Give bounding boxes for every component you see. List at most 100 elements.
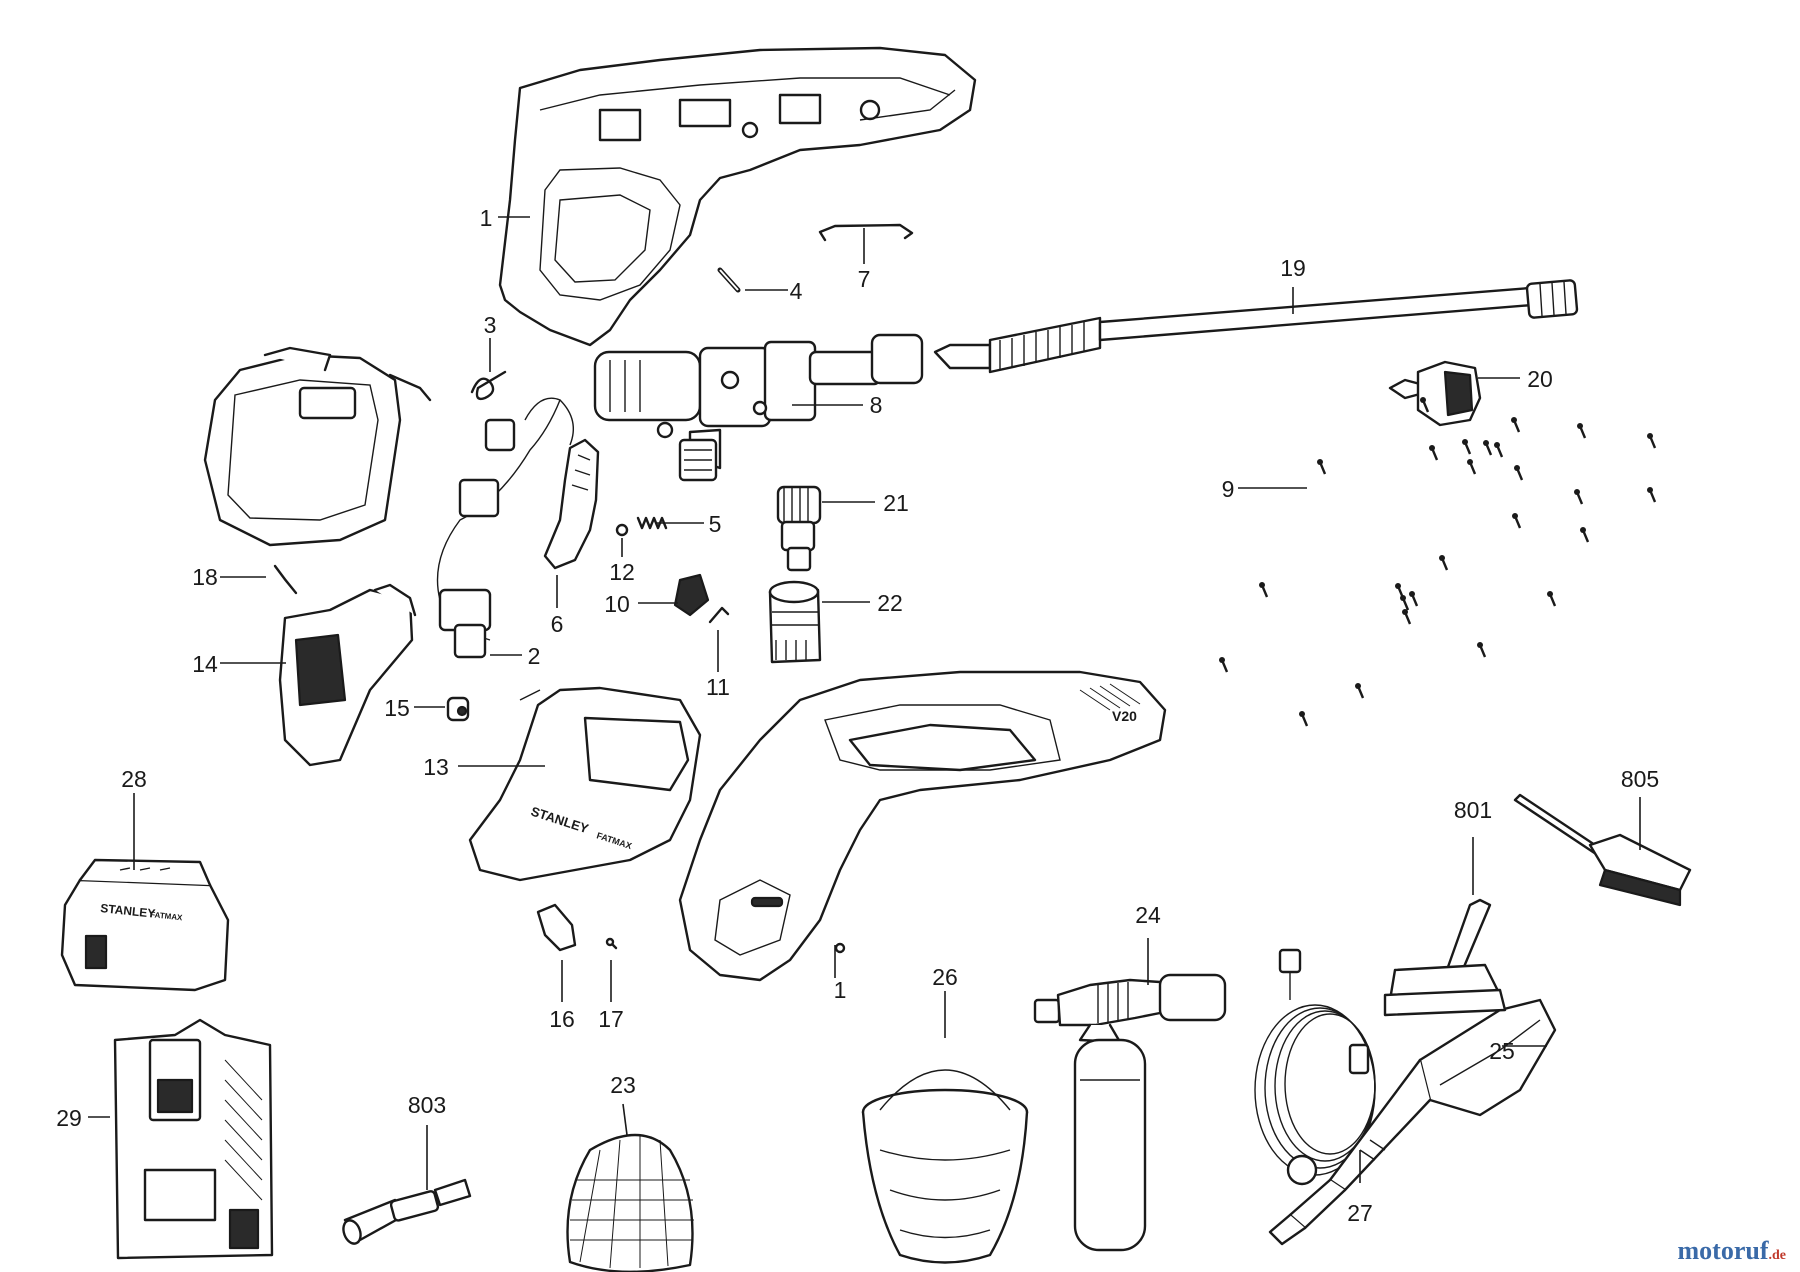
nozzle-adapter — [342, 1178, 472, 1245]
watermark-tld: .de — [1768, 1248, 1787, 1263]
screw-head — [1514, 465, 1520, 471]
screw-head — [1580, 527, 1586, 533]
callout-5: 5 — [709, 511, 722, 537]
callout-25: 25 — [1489, 1038, 1515, 1064]
battery-housing-cover — [203, 346, 432, 547]
callout-29: 29 — [56, 1105, 82, 1131]
callout-18: 18 — [192, 564, 218, 590]
callout-8: 8 — [870, 392, 883, 418]
callout-801: 801 — [1454, 797, 1492, 823]
leader-lines — [88, 216, 1641, 1190]
cap — [446, 696, 470, 722]
handle-cover: STANLEY FATMAX — [468, 686, 702, 882]
callout-14: 14 — [192, 651, 218, 677]
callout-3: 3 — [484, 312, 497, 338]
screw-head — [1577, 423, 1583, 429]
callout-805: 805 — [1621, 766, 1659, 792]
battery-brand-text: STANLEY — [100, 901, 156, 921]
callout-11: 11 — [706, 674, 730, 700]
callout-803: 803 — [408, 1092, 446, 1118]
housing-half-lower: V20 — [678, 670, 1167, 982]
callout-1-lower: 1 — [834, 977, 847, 1003]
scrub-brush — [1513, 793, 1692, 907]
callout-28: 28 — [121, 766, 147, 792]
callout-23: 23 — [610, 1072, 636, 1098]
screw-head — [1647, 433, 1653, 439]
screw-head — [1647, 487, 1653, 493]
housing-half-upper — [498, 46, 977, 347]
nozzle-head — [1388, 360, 1482, 427]
screw-head — [1511, 417, 1517, 423]
screw-head — [1467, 459, 1473, 465]
collapsible-bucket — [861, 1069, 1029, 1264]
mesh-storage-bag — [566, 1133, 694, 1272]
lock-button — [673, 573, 710, 617]
small-pin — [717, 267, 741, 293]
callout-16: 16 — [549, 1006, 575, 1032]
screw-head — [1317, 459, 1323, 465]
surface-cleaner-attachment — [1383, 898, 1507, 1017]
callout-19: 19 — [1280, 255, 1306, 281]
screw-head — [1400, 595, 1406, 601]
callout-21: 21 — [883, 490, 909, 516]
callout-4: 4 — [790, 278, 803, 304]
callout-2: 2 — [528, 643, 541, 669]
clip — [273, 564, 298, 595]
coiled-hose — [1254, 948, 1376, 1186]
callout-27: 27 — [1347, 1200, 1373, 1226]
quick-connector — [768, 580, 822, 664]
callout-17: 17 — [598, 1006, 624, 1032]
voltage-badge: V20 — [1112, 708, 1137, 724]
foam-cannon — [1033, 973, 1227, 1252]
motor-pump-assembly — [593, 333, 924, 482]
screw-head — [1420, 397, 1426, 403]
screw-head — [1483, 440, 1489, 446]
screw-head — [1429, 445, 1435, 451]
screw-head — [1512, 513, 1518, 519]
callout-20: 20 — [1527, 366, 1553, 392]
callout-24: 24 — [1135, 902, 1161, 928]
screw-set — [1219, 397, 1657, 727]
callout-numbers: 1 1 2 3 4 5 6 7 8 9 10 11 12 13 14 15 16… — [56, 205, 1659, 1226]
screw-head — [1355, 683, 1361, 689]
callout-6: 6 — [551, 611, 564, 637]
hose-adapter — [776, 485, 822, 572]
screw-head — [1462, 439, 1468, 445]
screw-head — [1409, 591, 1415, 597]
o-ring — [615, 523, 629, 537]
callout-15: 15 — [384, 695, 410, 721]
compression-spring — [636, 516, 668, 530]
callout-13: 13 — [423, 754, 449, 780]
switch-wiring-harness — [436, 397, 574, 659]
screw-head — [1494, 442, 1500, 448]
spray-lance — [933, 279, 1579, 374]
screw-head — [1219, 657, 1225, 663]
trigger — [543, 438, 600, 570]
screw-head — [1574, 489, 1580, 495]
callout-1-upper: 1 — [480, 205, 493, 231]
callout-22: 22 — [877, 590, 903, 616]
cleaning-brush-attachment — [1268, 998, 1557, 1246]
callout-10: 10 — [604, 591, 630, 617]
battery-pack: STANLEY FATMAX — [60, 858, 230, 992]
callout-12: 12 — [609, 559, 635, 585]
screw-head — [1547, 591, 1553, 597]
torsion-spring — [470, 370, 507, 401]
watermark-name: motoruf — [1677, 1236, 1769, 1265]
callout-9: 9 — [1222, 476, 1235, 502]
screw-head — [1259, 582, 1265, 588]
latch — [536, 903, 577, 952]
screw-head — [1299, 711, 1305, 717]
screw-head — [1477, 642, 1483, 648]
battery-charger — [113, 1018, 274, 1260]
small-screw — [605, 937, 618, 950]
screw-head — [1439, 555, 1445, 561]
side-cover — [278, 583, 417, 767]
watermark-logo: motoruf.de — [1678, 1236, 1786, 1266]
screw-head — [1402, 609, 1408, 615]
battery-line-text: FATMAX — [150, 910, 184, 922]
callout-26: 26 — [932, 964, 958, 990]
callout-7: 7 — [858, 266, 871, 292]
retaining-pin — [818, 223, 914, 242]
